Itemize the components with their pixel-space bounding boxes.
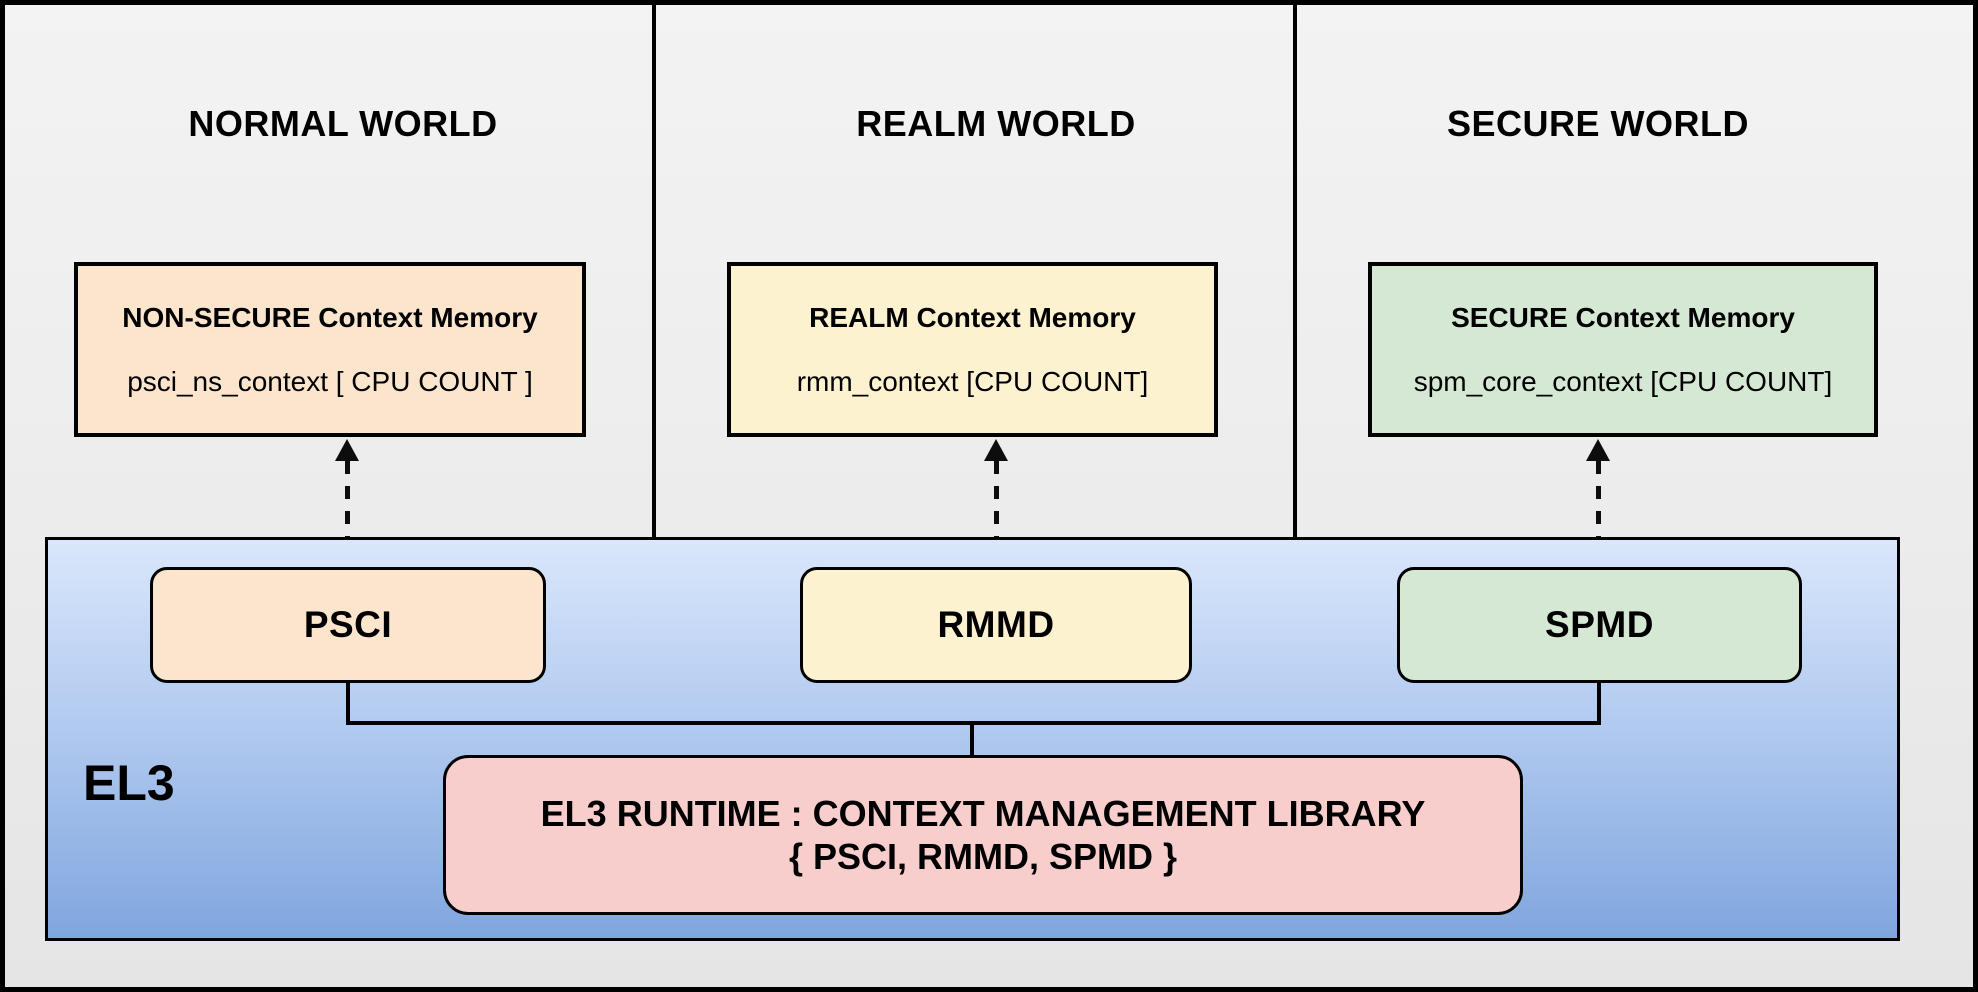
non-secure-context-memory-title: NON-SECURE Context Memory bbox=[122, 301, 538, 333]
arrowhead-up-icon bbox=[984, 439, 1008, 461]
spmd-label: SPMD bbox=[1545, 604, 1654, 645]
arrowhead-up-icon bbox=[335, 439, 359, 461]
psci-label: PSCI bbox=[303, 604, 393, 645]
rmmd-box: RMMD bbox=[800, 567, 1192, 683]
dashed-arrow-shaft bbox=[344, 461, 350, 544]
dashed-arrow-shaft bbox=[1595, 461, 1601, 544]
el3-runtime-library-box: EL3 RUNTIME : CONTEXT MANAGEMENT LIBRARY… bbox=[443, 755, 1523, 915]
secure-context-memory-box: SECURE Context Memory spm_core_context [… bbox=[1368, 262, 1878, 437]
el3-label: EL3 bbox=[83, 755, 175, 811]
non-secure-context-memory-box: NON-SECURE Context Memory psci_ns_contex… bbox=[74, 262, 586, 437]
spm-core-context-array-label: spm_core_context [CPU COUNT] bbox=[1413, 365, 1833, 397]
connector-spmd-stub bbox=[1597, 683, 1601, 725]
arrowhead-up-icon bbox=[1586, 439, 1610, 461]
rmm-context-array-label: rmm_context [CPU COUNT] bbox=[796, 365, 1149, 397]
secure-context-memory-title: SECURE Context Memory bbox=[1451, 301, 1795, 333]
rmmd-label: RMMD bbox=[937, 604, 1055, 645]
realm-world-title: REALM WORLD bbox=[856, 103, 1136, 144]
spmd-box: SPMD bbox=[1397, 567, 1802, 683]
secure-world-title: SECURE WORLD bbox=[1447, 103, 1749, 144]
connector-psci-stub bbox=[346, 683, 350, 725]
el3-runtime-library-line1: EL3 RUNTIME : CONTEXT MANAGEMENT LIBRARY bbox=[540, 793, 1426, 834]
psci-box: PSCI bbox=[150, 567, 546, 683]
connector-runtime-stub bbox=[970, 721, 974, 759]
dashed-arrow-shaft bbox=[993, 461, 999, 544]
realm-context-memory-box: REALM Context Memory rmm_context [CPU CO… bbox=[727, 262, 1218, 437]
realm-context-memory-title: REALM Context Memory bbox=[809, 301, 1136, 333]
panel-divider-normal-realm bbox=[652, 5, 656, 537]
psci-ns-context-array-label: psci_ns_context [ CPU COUNT ] bbox=[127, 365, 533, 397]
el3-runtime-library-line2: { PSCI, RMMD, SPMD } bbox=[788, 836, 1178, 877]
normal-world-title: NORMAL WORLD bbox=[188, 103, 498, 144]
panel-divider-realm-secure bbox=[1293, 5, 1297, 537]
